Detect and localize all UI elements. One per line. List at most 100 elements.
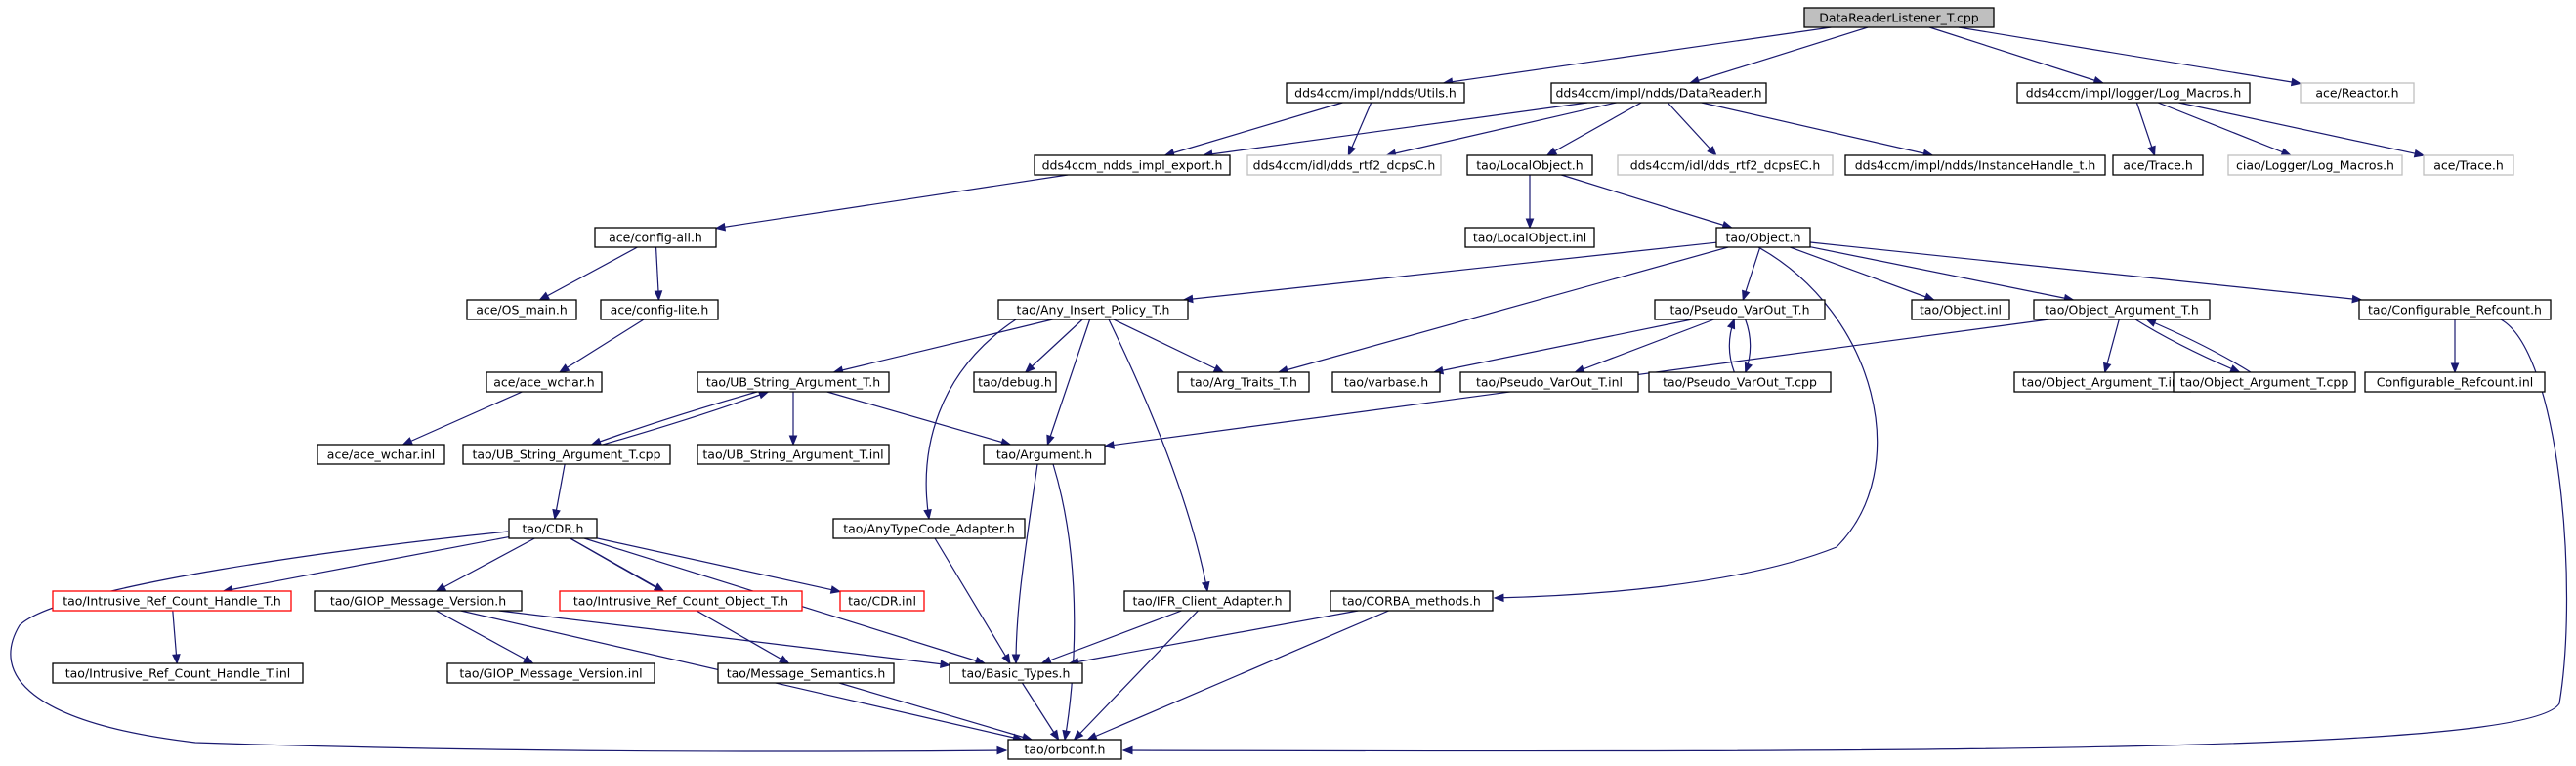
node-argument[interactable]: tao/Argument.h (983, 444, 1106, 465)
node-irhandle[interactable]: tao/Intrusive_Ref_Count_Handle_T.h (52, 590, 292, 612)
node-ifr[interactable]: tao/IFR_Client_Adapter.h (1123, 590, 1291, 612)
node-configrc[interactable]: tao/Configurable_Refcount.h (2358, 299, 2552, 320)
node-label: tao/IFR_Client_Adapter.h (1132, 594, 1282, 609)
edge-pseudovarout-to-varbase (1432, 319, 1693, 375)
edge-line (1021, 682, 1060, 741)
edge-cdr-to-irhandle (222, 535, 510, 594)
edge-ubstringcpp-to-cdr (552, 463, 566, 521)
edge-arrowhead (1744, 362, 1753, 374)
node-box (1331, 371, 1441, 393)
node-acewcharinl[interactable]: ace/ace_wchar.inl (317, 444, 445, 465)
edge-line (1667, 102, 1717, 156)
node-ubstringcpp[interactable]: tao/UB_String_Argument_T.cpp (462, 444, 671, 465)
edge-arrowhead (1545, 147, 1558, 156)
node-configall[interactable]: ace/config-all.h (594, 227, 717, 248)
node-localobject[interactable]: tao/LocalObject.h (1466, 154, 1593, 176)
node-utils[interactable]: dds4ccm/impl/ndds/Utils.h (1286, 82, 1465, 104)
node-pseudoinl[interactable]: tao/Pseudo_VarOut_T.inl (1459, 371, 1639, 393)
node-ciaolog[interactable]: ciao/Logger/Log_Macros.h (2227, 154, 2403, 176)
edge-line (559, 319, 645, 373)
node-label: tao/CDR.h (523, 522, 584, 536)
node-configrcinl[interactable]: Configurable_Refcount.inl (2364, 371, 2546, 393)
node-box (52, 590, 292, 612)
edge-arrowhead (714, 222, 727, 232)
node-localobjinl[interactable]: tao/LocalObject.inl (1464, 227, 1595, 248)
node-datareader[interactable]: dds4ccm/impl/ndds/DataReader.h (1550, 82, 1767, 104)
edge-irhandle-to-irhandleinl (172, 610, 181, 665)
edge-arrowhead (435, 582, 447, 592)
node-anytc[interactable]: tao/AnyTypeCode_Adapter.h (832, 518, 1026, 539)
node-label: Configurable_Refcount.inl (2377, 375, 2534, 390)
edge-arrowhead (552, 508, 561, 521)
node-irobject[interactable]: tao/Intrusive_Ref_Count_Object_T.h (559, 590, 803, 612)
node-box (1911, 299, 2010, 320)
node-box (559, 590, 803, 612)
edge-line (1015, 463, 1038, 664)
node-ubstring[interactable]: tao/UB_String_Argument_T.h (697, 371, 890, 393)
node-cdr[interactable]: tao/CDR.h (508, 518, 598, 539)
node-objarginl[interactable]: tao/Object_Argument_T.inl (2013, 371, 2191, 393)
edge-line (436, 610, 533, 664)
edge-arrowhead (523, 655, 534, 664)
edge-root-to-reactor (1958, 26, 2302, 87)
node-reactor[interactable]: ace/Reactor.h (2300, 82, 2415, 104)
node-instancehandle[interactable]: dds4ccm/impl/ndds/InstanceHandle_t.h (1844, 154, 2106, 176)
node-configlite[interactable]: ace/config-lite.h (600, 299, 719, 320)
node-msgsem[interactable]: tao/Message_Semantics.h (717, 662, 895, 684)
edge-datareader-to-dcpsEC (1667, 102, 1717, 156)
edge-line (1203, 102, 1588, 156)
node-orbconf[interactable]: tao/orbconf.h (1007, 739, 1122, 760)
edge-root-to-utils (1442, 26, 1832, 86)
node-dcpsC[interactable]: dds4ccm/idl/dds_rtf2_dcpsC.h (1246, 154, 1442, 176)
node-acetrace2[interactable]: ace/Trace.h (2423, 154, 2514, 176)
node-label: DataReaderListener_T.cpp (1819, 11, 1979, 25)
node-objargcpp[interactable]: tao/Object_Argument_T.cpp (2173, 371, 2356, 393)
edge-arrowhead (2145, 319, 2157, 327)
node-object[interactable]: tao/Object.h (1715, 227, 1811, 248)
node-pseudovarout[interactable]: tao/Pseudo_VarOut_T.h (1654, 299, 1826, 320)
node-osmain[interactable]: ace/OS_main.h (466, 299, 577, 320)
node-giopverinl[interactable]: tao/GIOP_Message_Version.inl (446, 662, 655, 684)
node-debug[interactable]: tao/debug.h (973, 371, 1057, 393)
edge-root-to-logmacros (1928, 26, 2105, 85)
edge-objargcpp-to-objarg (2145, 319, 2252, 373)
node-label: ace/Reactor.h (2315, 86, 2398, 101)
node-box (594, 227, 717, 248)
node-acetrace1[interactable]: ace/Trace.h (2112, 154, 2204, 176)
node-label: tao/varbase.h (1344, 375, 1428, 390)
edge-line (1108, 319, 1208, 592)
edge-line (1928, 26, 2104, 84)
node-cdrinl[interactable]: tao/CDR.inl (839, 590, 925, 612)
node-box (52, 662, 304, 684)
edge-export-to-configall (714, 174, 1069, 232)
node-argtraits[interactable]: tao/Arg_Traits_T.h (1177, 371, 1310, 393)
node-objectinl[interactable]: tao/Object.inl (1911, 299, 2010, 320)
node-anyinsert[interactable]: tao/Any_Insert_Policy_T.h (997, 299, 1189, 320)
node-dcpsEC[interactable]: dds4ccm/idl/dds_rtf2_dcpsEC.h (1617, 154, 1834, 176)
node-basictypes[interactable]: tao/Basic_Types.h (949, 662, 1083, 684)
node-box (508, 518, 598, 539)
node-pseudocpp[interactable]: tao/Pseudo_VarOut_T.cpp (1648, 371, 1832, 393)
node-giopver[interactable]: tao/GIOP_Message_Version.h (314, 590, 523, 612)
node-acewchar[interactable]: ace/ace_wchar.h (486, 371, 603, 393)
node-box (2016, 82, 2251, 104)
node-ubstringinl[interactable]: tao/UB_String_Argument_T.inl (697, 444, 890, 465)
node-irhandleinl[interactable]: tao/Intrusive_Ref_Count_Handle_T.inl (52, 662, 304, 684)
node-label: dds4ccm/impl/ndds/InstanceHandle_t.h (1855, 158, 2096, 173)
node-export[interactable]: dds4ccm_ndds_impl_export.h (1034, 154, 1231, 176)
edge-line (1046, 319, 1091, 446)
node-objarg[interactable]: tao/Object_Argument_T.h (2033, 299, 2211, 320)
node-corbamethods[interactable]: tao/CORBA_methods.h (1330, 590, 1494, 612)
edge-arrowhead (1049, 729, 1060, 742)
edge-line (602, 391, 769, 446)
edge-line (2134, 319, 2240, 373)
node-label: tao/UB_String_Argument_T.inl (702, 447, 883, 462)
node-box (1286, 82, 1465, 104)
node-label: tao/debug.h (978, 375, 1052, 390)
node-logmacros[interactable]: dds4ccm/impl/logger/Log_Macros.h (2016, 82, 2251, 104)
edge-line (1183, 241, 1717, 301)
node-label: tao/Object_Argument_T.cpp (2180, 375, 2349, 390)
edge-arrowhead (1011, 654, 1021, 665)
node-varbase[interactable]: tao/varbase.h (1331, 371, 1441, 393)
edge-logmacros-to-acetrace2 (2178, 102, 2426, 158)
